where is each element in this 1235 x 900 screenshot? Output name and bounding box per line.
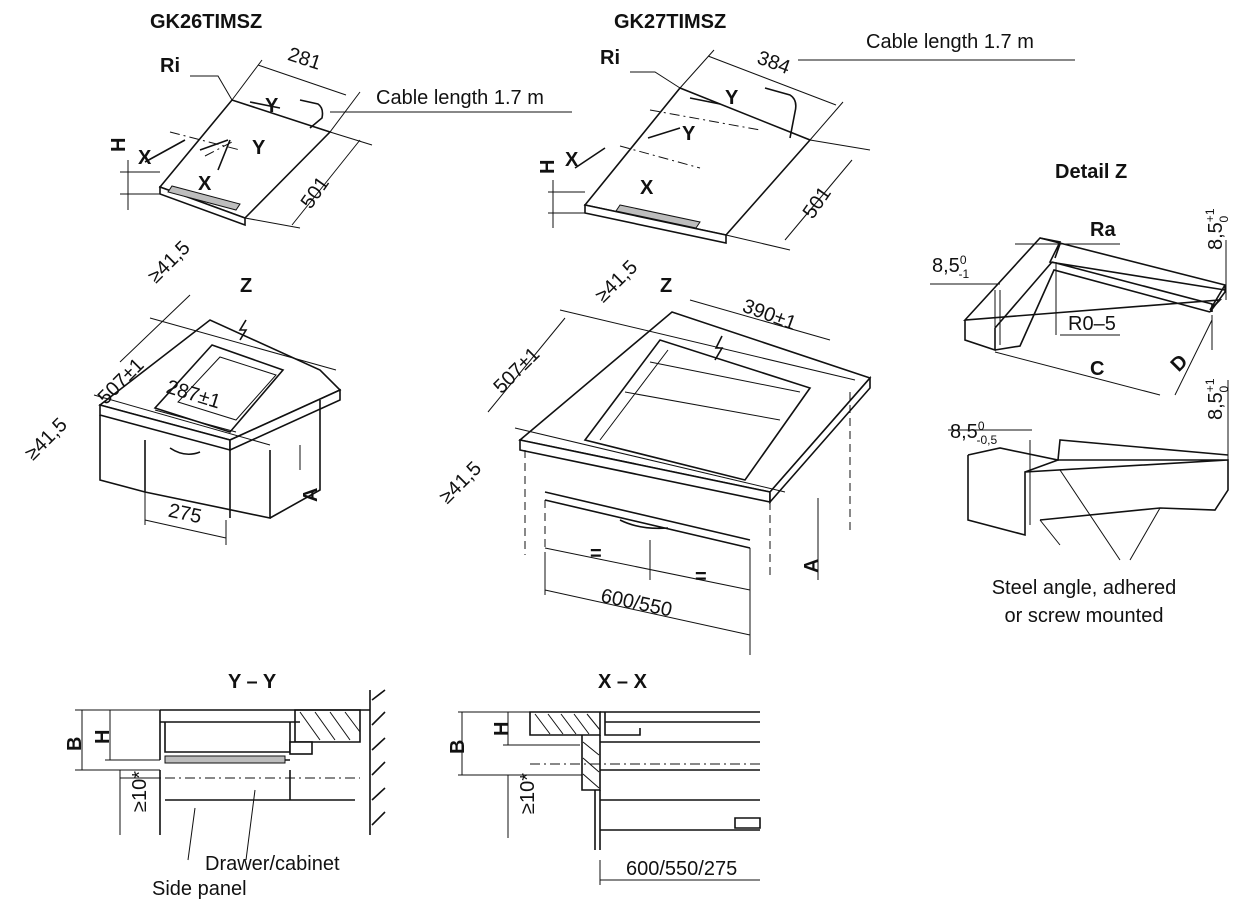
right-drawer-handle — [619, 519, 669, 530]
right-width-384: 384 — [754, 47, 793, 79]
left-cable — [299, 99, 324, 129]
left-width-281: 281 — [285, 44, 324, 75]
right-ri-label: Ri — [600, 47, 620, 69]
right-equal-2: = — [695, 566, 707, 588]
left-a-label: A — [300, 488, 322, 502]
steel-angle-label-1: Steel angle, adhered — [992, 577, 1177, 599]
right-x-label-1: X — [565, 149, 579, 171]
section-yy-drawing: Y – Y B H ≥10* Drawer/cabinet Side panel — [64, 671, 386, 900]
left-h-label: H — [108, 138, 130, 152]
steel-angle-label-2: or screw mounted — [1005, 605, 1164, 627]
left-power-symbol — [238, 319, 248, 341]
section-yy-wall — [369, 689, 386, 835]
right-cable-label: Cable length 1.7 m — [866, 31, 1034, 53]
detail-right-tolerance-top: 8,5+10 — [1203, 208, 1231, 250]
section-yy-drawer-label: Drawer/cabinet — [205, 853, 340, 875]
right-cable — [764, 87, 797, 139]
detail-z-title: Detail Z — [1055, 161, 1127, 183]
detail-top-tolerance: 8,50-1 — [932, 253, 969, 281]
section-yy-strip — [164, 755, 286, 764]
section-xx-width: 600/550/275 — [626, 858, 737, 880]
right-min-edge-top: ≥41,5 — [591, 256, 642, 307]
section-xx-title: X – X — [598, 671, 648, 693]
right-cabinet-drawing: Z ≥41,5 507±1 390±1 ≥41,5 = = 600/550 A — [435, 256, 872, 655]
right-cutout — [583, 339, 812, 481]
right-min-edge-bottom: ≥41,5 — [435, 457, 486, 508]
section-xx-h-label: H — [491, 722, 513, 736]
detail-z-drawing: Detail Z Ra R0–5 C D 8,50-1 8,5+10 8,50-… — [930, 161, 1231, 627]
right-cut-depth: 507±1 — [489, 343, 544, 398]
right-cut-width: 390±1 — [739, 295, 799, 335]
section-xx-hob — [600, 711, 760, 736]
left-min-edge-bottom: ≥41,5 — [21, 414, 72, 465]
title-gk26timsz: GK26TIMSZ — [150, 11, 262, 33]
detail-c-label: C — [1090, 358, 1104, 380]
left-x-label-1: X — [138, 147, 152, 169]
detail-z-top-profile — [964, 237, 1226, 352]
left-hob-drawing: Ri 281 Cable length 1.7 m 501 H X X Y Y — [108, 44, 572, 229]
right-y-label-1: Y — [725, 87, 739, 109]
section-yy-title: Y – Y — [228, 671, 277, 693]
detail-r05-label: R0–5 — [1068, 313, 1116, 335]
left-x-label-2: X — [198, 173, 212, 195]
right-x-label-2: X — [640, 177, 654, 199]
detail-z-bottom-profile — [967, 439, 1229, 537]
right-z-label: Z — [660, 275, 672, 297]
left-y-label-1: Y — [265, 95, 279, 117]
right-hob-drawing: Ri 384 Cable length 1.7 m 501 H X X Y Y — [537, 31, 1075, 251]
left-hob-control-strip — [167, 185, 241, 211]
section-xx-panel — [581, 735, 601, 791]
right-h-label: H — [537, 160, 559, 174]
left-y-label-2: Y — [252, 137, 266, 159]
section-yy-side-panel-label: Side panel — [152, 878, 247, 900]
left-ri-label: Ri — [160, 55, 180, 77]
right-y-label-2: Y — [682, 123, 696, 145]
section-xx-b-label: B — [447, 740, 469, 754]
right-hob-control-strip — [615, 204, 701, 229]
left-cable-label: Cable length 1.7 m — [376, 87, 544, 109]
section-yy-b-label: B — [64, 737, 86, 751]
section-xx-worktop — [529, 711, 601, 736]
title-gk27timsz: GK27TIMSZ — [614, 11, 726, 33]
detail-bottom-tolerance: 8,50-0,5 — [950, 419, 998, 447]
right-base-width: 600/550 — [599, 585, 674, 622]
left-z-label: Z — [240, 275, 252, 297]
section-xx-min-gap: ≥10* — [517, 773, 539, 814]
left-cabinet-drawing: Z ≥41,5 507±1 287±1 ≥41,5 275 A — [21, 237, 342, 545]
left-cabinet-body — [99, 400, 321, 519]
section-yy-min-gap: ≥10* — [129, 771, 151, 812]
left-drawer-width: 275 — [166, 500, 203, 528]
right-equal-1: = — [590, 543, 602, 565]
left-hob-edge — [159, 185, 246, 227]
detail-d-label: D — [1167, 350, 1193, 376]
detail-ra-label: Ra — [1090, 219, 1116, 241]
section-yy-h-label: H — [92, 730, 114, 744]
section-yy-hob — [159, 709, 370, 761]
right-a-label: A — [801, 559, 823, 573]
section-xx-drawing: X – X B H ≥10* 600/550/275 — [447, 671, 761, 885]
detail-right-tolerance-bottom: 8,5+10 — [1203, 378, 1231, 420]
section-yy-worktop — [294, 709, 361, 743]
right-drawer-front — [544, 491, 751, 549]
right-hob-edge — [584, 204, 727, 244]
left-drawer-handle — [169, 447, 201, 456]
left-min-edge-top: ≥41,5 — [144, 237, 195, 288]
